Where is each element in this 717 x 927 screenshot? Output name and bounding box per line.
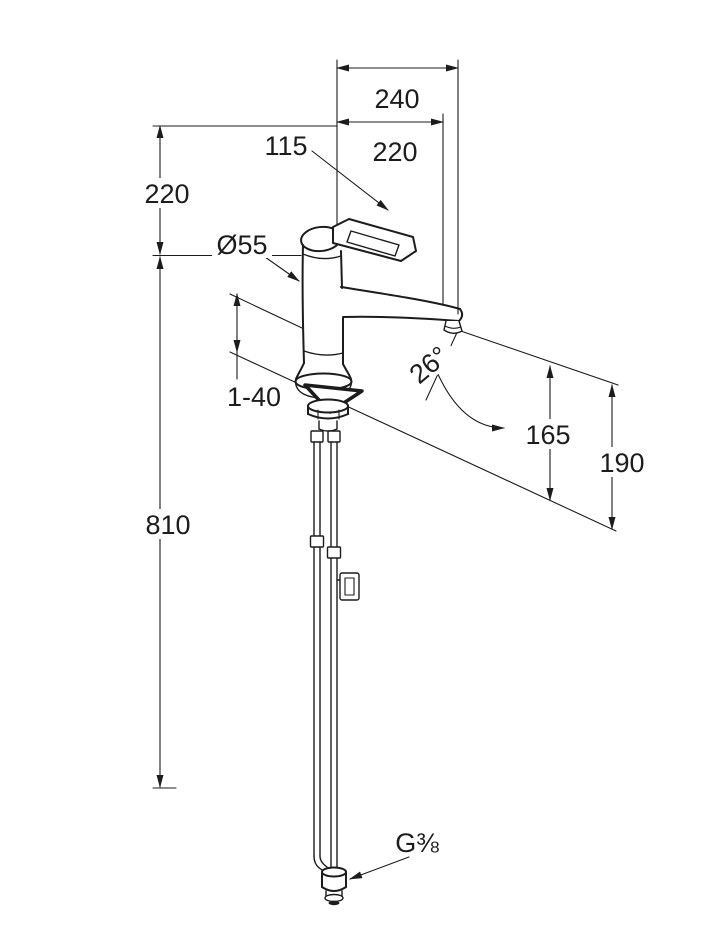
leader-115 xyxy=(311,150,389,211)
aerator-ring xyxy=(444,325,462,329)
connector-bottom xyxy=(321,886,347,892)
dim-label-g38: G⅜ xyxy=(395,828,439,858)
aerator xyxy=(443,320,463,334)
body-left-edge xyxy=(301,244,305,364)
dim-label-190: 190 xyxy=(599,448,644,478)
faucet-outline xyxy=(294,218,464,432)
connector-top xyxy=(321,866,347,878)
supply-hoses xyxy=(309,430,360,906)
adapter xyxy=(318,420,338,430)
dim-label-810: 810 xyxy=(145,510,190,540)
mounting-bracket xyxy=(303,383,364,414)
label-backgrounds xyxy=(141,178,649,539)
witness-line-iso-spout xyxy=(451,327,619,386)
witness-line-iso-40 xyxy=(229,293,303,329)
dim-label-115: 115 xyxy=(264,131,307,161)
lever-handle-slot xyxy=(346,230,400,257)
angle-arc-26 xyxy=(436,371,505,432)
spout-tip xyxy=(458,308,464,322)
dim-label-240: 240 xyxy=(374,84,419,114)
hose-right xyxy=(330,441,338,869)
dim-label-1-40: 1-40 xyxy=(227,382,281,412)
dim-label-220-height: 220 xyxy=(144,179,189,209)
leader-g38 xyxy=(349,856,410,880)
spout-top-edge xyxy=(340,286,461,310)
mounting-clip xyxy=(339,572,360,601)
mounting-nut-bottom xyxy=(307,413,349,420)
connector-nipple xyxy=(324,893,344,903)
witness-line-iso-deck xyxy=(229,351,617,532)
hose-ferrule xyxy=(327,430,341,443)
connector-side xyxy=(321,871,347,888)
dim-label-220-projection: 220 xyxy=(372,137,417,167)
hose-collar xyxy=(326,546,342,559)
spout-bottom-edge xyxy=(342,315,460,322)
hose-collar xyxy=(309,535,325,548)
dimension-labels: 240 115 220 220 Ø55 1-40 26° 165 190 810… xyxy=(144,84,644,858)
dim-label-165: 165 xyxy=(525,420,570,450)
body-base-seam xyxy=(303,350,344,356)
mounting-clip-inner xyxy=(344,577,355,596)
body-cap-seam xyxy=(302,253,342,260)
connector-tip xyxy=(328,900,340,906)
leader-diameter-55 xyxy=(264,256,300,282)
hose-ferrule xyxy=(310,430,324,443)
dimension-lines xyxy=(152,59,619,880)
dim-label-diameter-55: Ø55 xyxy=(216,230,267,260)
hose-left xyxy=(313,441,321,857)
base-flare-left xyxy=(295,362,305,380)
body-right-edge-upper xyxy=(340,250,343,289)
base-flare-right xyxy=(342,363,352,380)
mounting-nut-top xyxy=(307,398,349,414)
